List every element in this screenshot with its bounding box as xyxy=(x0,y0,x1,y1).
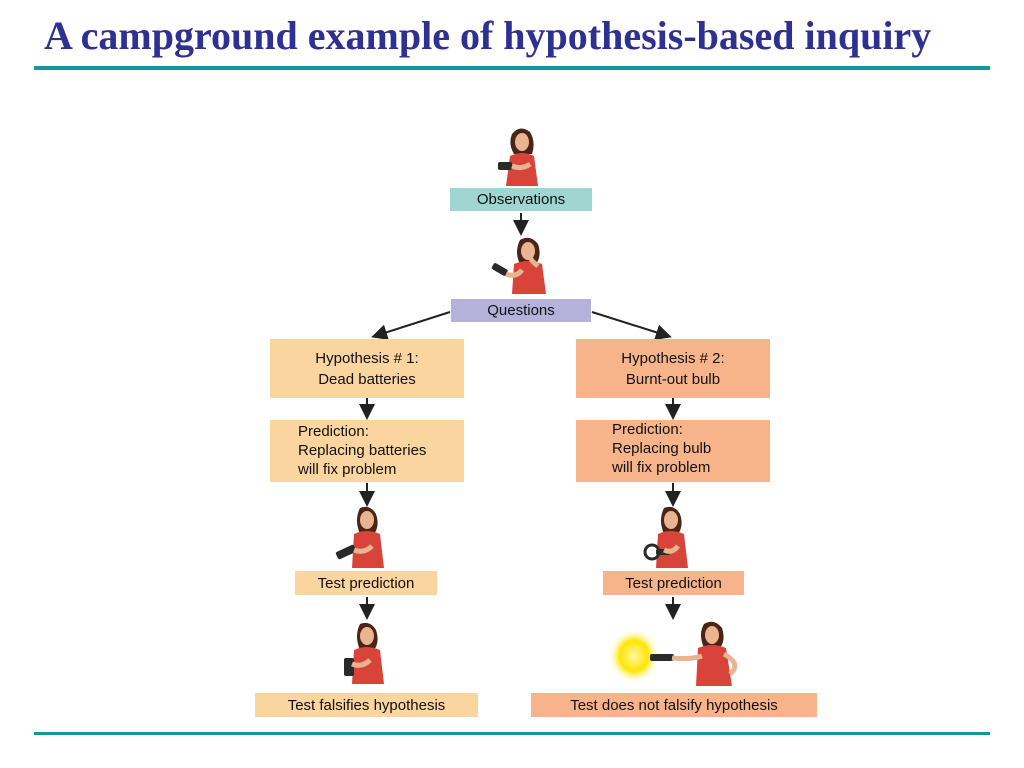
woman-lit-flashlight-icon xyxy=(608,621,738,686)
prediction-1-box: Prediction: Replacing batteries will fix… xyxy=(270,420,464,482)
result-1-label: Test falsifies hypothesis xyxy=(287,696,446,714)
prediction-2-line-2: will fix problem xyxy=(612,459,711,476)
arrow-questions-to-hypothesis-2 xyxy=(591,311,672,341)
test-1-label: Test prediction xyxy=(317,574,415,592)
result-2-box: Test does not falsify hypothesis xyxy=(531,693,817,717)
woman-testing-bulb-icon xyxy=(643,506,688,568)
questions-box: Questions xyxy=(451,299,591,322)
result-2-label: Test does not falsify hypothesis xyxy=(570,696,778,714)
arrow-questions-to-hypothesis-1 xyxy=(371,311,451,340)
test-2-label: Test prediction xyxy=(625,574,722,592)
result-1-box: Test falsifies hypothesis xyxy=(255,693,478,717)
woman-dark-flashlight-icon xyxy=(344,622,384,684)
prediction-1-line-2: will fix problem xyxy=(298,461,397,478)
hypothesis-2-title: Hypothesis # 2: xyxy=(621,349,725,367)
woman-testing-batteries-icon xyxy=(335,506,384,568)
footer-divider xyxy=(34,732,990,735)
hypothesis-2-box: Hypothesis # 2: Burnt-out bulb xyxy=(576,339,770,398)
test-2-box: Test prediction xyxy=(603,571,744,595)
prediction-2-heading: Prediction: xyxy=(612,421,683,438)
observations-label: Observations xyxy=(476,191,566,208)
prediction-1-heading: Prediction: xyxy=(298,423,369,440)
prediction-2-box: Prediction: Replacing bulb will fix prob… xyxy=(576,420,770,482)
hypothesis-2-text: Burnt-out bulb xyxy=(625,370,721,388)
woman-observing-icon xyxy=(498,128,538,186)
test-1-box: Test prediction xyxy=(295,571,437,595)
observations-box: Observations xyxy=(450,188,592,211)
title-divider xyxy=(34,66,990,70)
prediction-1-line-1: Replacing batteries xyxy=(298,442,427,459)
hypothesis-1-box: Hypothesis # 1: Dead batteries xyxy=(270,339,464,398)
woman-questioning-icon xyxy=(491,237,546,294)
questions-label: Questions xyxy=(487,302,555,319)
prediction-2-line-1: Replacing bulb xyxy=(612,440,712,457)
hypothesis-1-title: Hypothesis # 1: xyxy=(315,349,419,367)
hypothesis-1-text: Dead batteries xyxy=(318,370,416,388)
slide-title: A campground example of hypothesis-based… xyxy=(44,13,932,58)
